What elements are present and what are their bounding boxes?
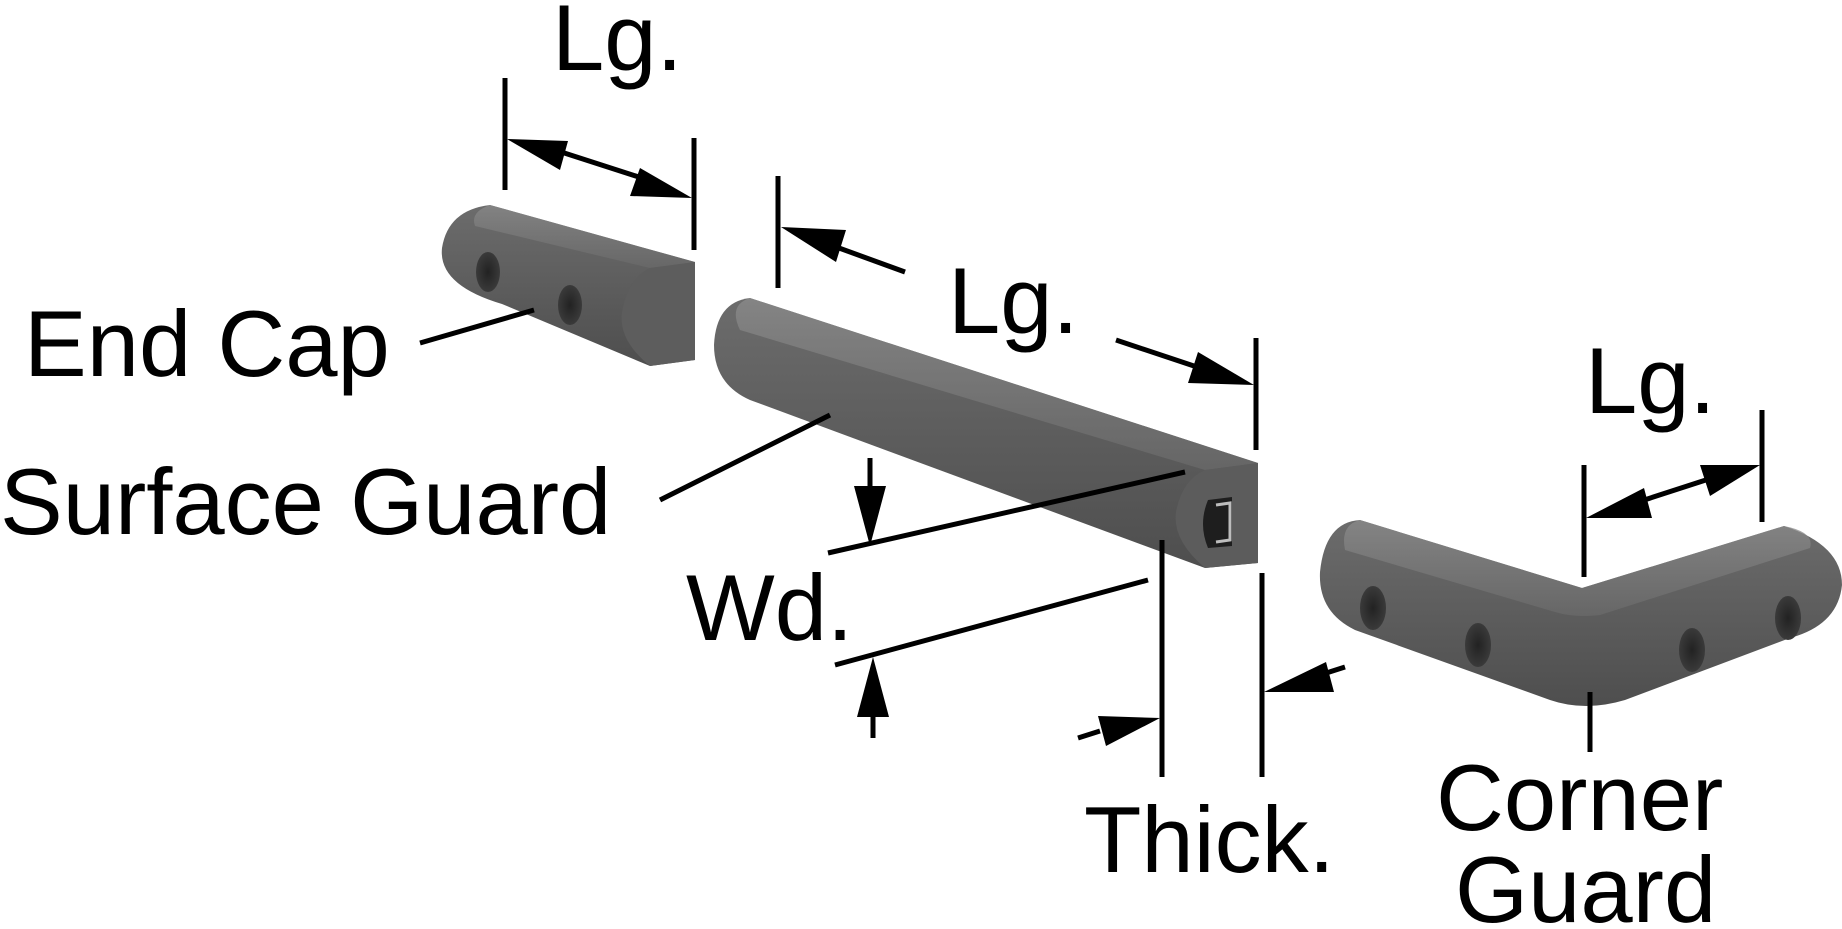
corner-guard-label-line1: Corner xyxy=(1436,745,1723,850)
surface-guard-channel xyxy=(1203,497,1232,548)
end-cap-part xyxy=(441,205,695,366)
corner-guard-length-arrow-left xyxy=(1586,488,1652,518)
corner-guard-length-arrow-right xyxy=(1700,465,1760,496)
end-cap-length-arrow-left xyxy=(507,139,568,170)
corner-guard-hole-4 xyxy=(1775,596,1801,640)
surface-guard-length-label: Lg. xyxy=(948,248,1079,353)
end-cap-leader xyxy=(419,307,535,346)
surface-guard-label: Surface Guard xyxy=(0,449,611,554)
width-dimension xyxy=(827,458,1186,738)
end-cap-hole-2 xyxy=(558,285,582,325)
corner-guard-part xyxy=(1319,520,1842,706)
end-cap-length-label: Lg. xyxy=(552,0,683,90)
thickness-dimension xyxy=(1077,540,1346,777)
corner-guard-label-line2: Guard xyxy=(1455,837,1716,929)
surface-guard-length-arrow-right xyxy=(1188,352,1254,385)
thickness-arrow-right xyxy=(1264,662,1334,692)
corner-guard-hole-2 xyxy=(1465,623,1491,667)
surface-guard-leader xyxy=(658,412,832,503)
corner-guard-length-dimension xyxy=(1581,410,1765,577)
thickness-arrow-left xyxy=(1098,716,1160,746)
surface-guard-length-dimension xyxy=(775,176,1259,450)
corner-guard-hole-3 xyxy=(1679,628,1705,672)
corner-guard-hole-1 xyxy=(1360,586,1386,630)
surface-guard-length-arrow-left xyxy=(781,227,846,262)
surface-guard-part xyxy=(714,298,1258,568)
thickness-label: Thick. xyxy=(1084,787,1335,892)
end-cap-label: End Cap xyxy=(24,291,390,396)
end-cap-length-dimension xyxy=(502,78,697,250)
corner-guard-length-label: Lg. xyxy=(1585,328,1716,433)
width-arrow-bottom xyxy=(857,657,889,717)
end-cap-length-arrow-right xyxy=(630,168,692,198)
width-arrow-top xyxy=(854,486,886,546)
end-cap-hole-1 xyxy=(476,252,500,292)
width-label: Wd. xyxy=(686,555,853,660)
